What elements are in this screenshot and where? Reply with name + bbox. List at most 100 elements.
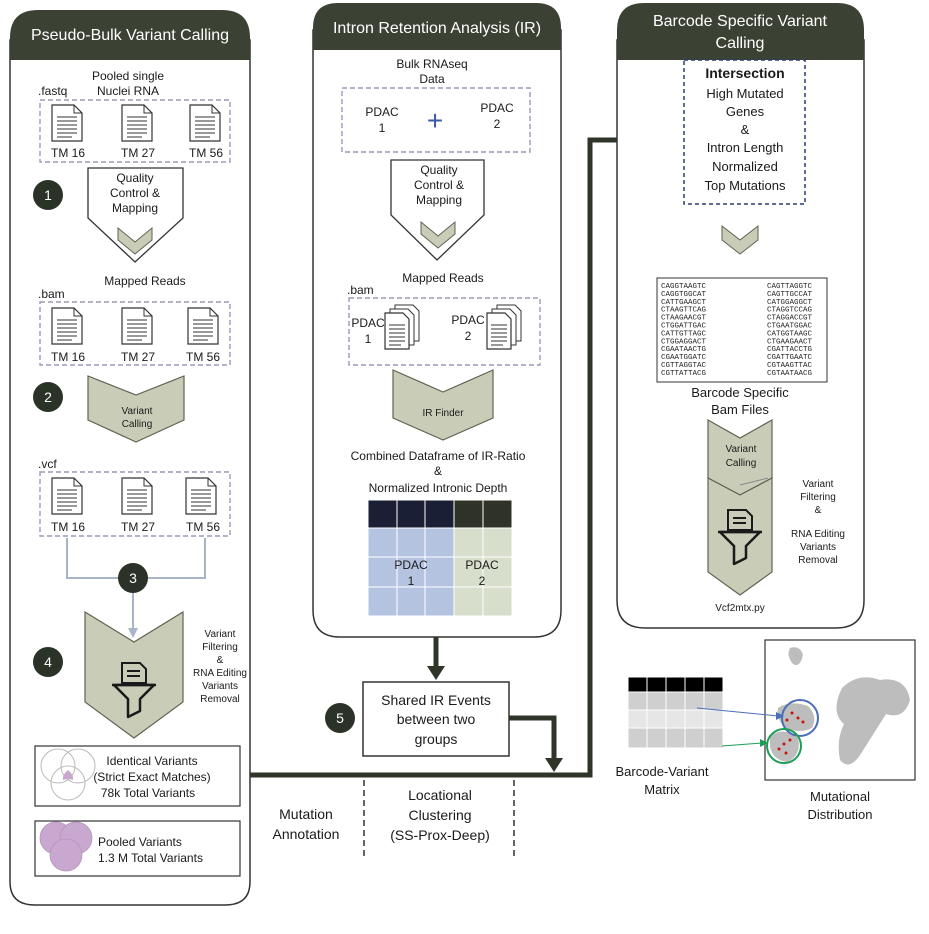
variant-filtering-shape (707, 477, 773, 596)
arrow-head-icon (545, 758, 563, 772)
ir-finder-label: IR Finder (422, 408, 464, 419)
intersection-item: Genes (726, 104, 765, 119)
pdac-label: PDAC (465, 558, 499, 572)
filter-label: RNA Editing (193, 668, 247, 679)
venn-filled-icon (39, 821, 93, 872)
qc-mapping-shape (390, 159, 485, 261)
distribution-label: Distribution (807, 807, 872, 822)
filter-label: & (815, 505, 822, 516)
sample-label: TM 27 (121, 146, 155, 160)
bam-file-icon (121, 307, 153, 345)
barcode-sequence: CTAGGTCCAG (767, 307, 813, 315)
intersection-item: Normalized (712, 159, 778, 174)
bam-label: .bam (38, 287, 65, 301)
bam-group (348, 297, 541, 366)
pdac-label: PDAC (365, 105, 399, 119)
barcode-sequence: CTGGATTGAC (661, 323, 707, 331)
arrow-head-icon (760, 739, 768, 747)
vcf-label: .vcf (38, 457, 57, 471)
pdac-label: PDAC (480, 101, 514, 115)
vcf-group (39, 471, 231, 537)
barcode-sequence: CAGGTAAGTC (661, 283, 707, 291)
script-label: Vcf2mtx.py (715, 603, 764, 614)
intersection-title: Intersection (705, 65, 784, 81)
sample-label: TM 56 (186, 350, 220, 364)
variant-calling-shape (87, 375, 185, 443)
qc-label: Control & (110, 186, 160, 200)
barcode-sequence: CAGGTGGCAT (661, 291, 707, 299)
callout-line (739, 477, 769, 486)
identical-label: (Strict Exact Matches) (93, 770, 210, 784)
step-number: 2 (44, 389, 52, 405)
vcf-file-icon (185, 477, 217, 515)
barcode-sequence: CTAAGAACGT (661, 315, 707, 323)
bulk-group (341, 87, 531, 153)
barcode-sequence: CGTTATTACG (661, 370, 707, 378)
intersection-item: Intron Length (707, 140, 784, 155)
barcode-sequence: CTAAGTTCAG (661, 307, 707, 315)
filter-label: Variant (205, 629, 236, 640)
variant-calling-label: Variant (726, 444, 757, 455)
combined-label: Normalized Intronic Depth (369, 481, 508, 495)
header-intron-retention (313, 3, 561, 50)
barcode-sequence: CGATTGAATC (767, 354, 813, 362)
title-barcode-specific-2: Calling (716, 35, 765, 52)
intersection-box (683, 59, 806, 205)
barcode-sequence: CATGGAGGCT (767, 299, 813, 307)
locational-clustering-label: Clustering (408, 807, 471, 823)
chevron-down-icon (117, 226, 153, 255)
pdac-number: 2 (465, 329, 472, 343)
identical-label: Identical Variants (106, 754, 197, 768)
pdac-number: 2 (479, 574, 486, 588)
plus-icon: + (427, 105, 443, 136)
pooled-label: Pooled single (92, 69, 164, 83)
barcode-sequence: CTGAATGGAC (767, 323, 813, 331)
step-number: 5 (336, 710, 344, 726)
pdac-number: 2 (494, 117, 501, 131)
filter-label: Variants (202, 681, 238, 692)
shared-ir-connector (509, 715, 557, 760)
qc-label: Quality (420, 163, 457, 177)
fastq-file-icon (121, 104, 153, 142)
step-4-badge (33, 647, 63, 677)
pdac-label: PDAC (394, 558, 428, 572)
bam-files-label: Bam Files (711, 402, 769, 417)
filter-label: Removal (200, 694, 239, 705)
bulk-label: Bulk RNAseq (396, 57, 467, 71)
shared-ir-label: Shared IR Events (381, 692, 491, 708)
filter-label: Removal (798, 555, 837, 566)
title-barcode-specific: Barcode Specific Variant (653, 13, 828, 30)
vcf-file-icon (51, 477, 83, 515)
header-pseudo-bulk (10, 10, 250, 60)
arrow-head-icon (776, 712, 784, 720)
barcode-block (656, 277, 828, 383)
venn-outline-icon (40, 748, 96, 801)
barcode-sequence: CGATTACCTG (767, 346, 813, 354)
barcode-sequence: CAGTTGCCAT (767, 291, 813, 299)
variant-calling-label: Calling (726, 458, 757, 469)
panel-barcode-specific: Barcode Specific Variant Calling Interse… (616, 3, 865, 629)
filter-label: Variant (803, 479, 834, 490)
vcf-file-icon (121, 477, 153, 515)
filter-label: RNA Editing (791, 529, 845, 540)
barcode-variant-matrix (627, 676, 724, 749)
pdac-label: PDAC (351, 316, 385, 330)
ir-dataframe-table (367, 499, 513, 617)
barcode-sequence: CGTAAGTTAC (767, 362, 813, 370)
step-number: 4 (44, 654, 52, 670)
sample-label: TM 16 (51, 146, 85, 160)
title-pseudo-bulk: Pseudo-Bulk Variant Calling (31, 27, 229, 44)
identical-label: 78k Total Variants (101, 786, 195, 800)
mapped-reads-label: Mapped Reads (104, 274, 185, 288)
variant-calling-label: Calling (122, 419, 153, 430)
step-3-badge (118, 563, 148, 593)
fastq-file-icon (51, 104, 83, 142)
header-barcode-specific (617, 3, 864, 60)
arrow-head-icon (427, 666, 445, 680)
step-2-badge (33, 382, 63, 412)
fastq-file-icon (189, 104, 221, 142)
barcode-list: CAGGTAAGTCCAGGTGGCATCATTGAAGCTCTAAGTTCAG… (661, 283, 813, 378)
arrow-head-icon (128, 628, 138, 638)
barcode-sequence: CATGGTAAGC (767, 330, 813, 338)
